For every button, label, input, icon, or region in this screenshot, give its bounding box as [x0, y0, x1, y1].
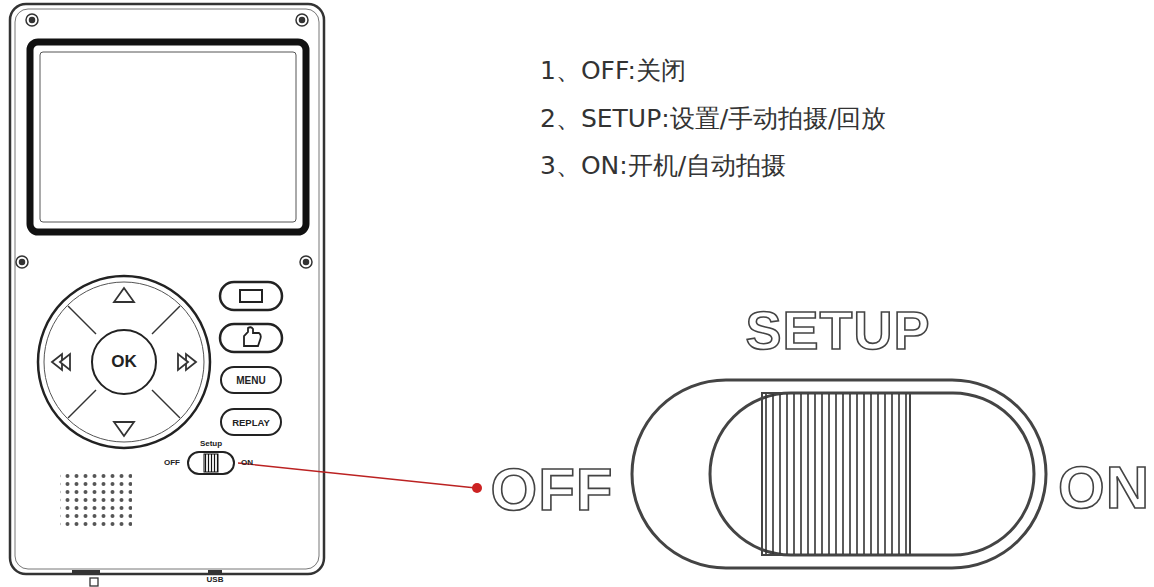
- device-body: [10, 4, 324, 574]
- dpad-inner-ring: [44, 282, 204, 442]
- leader-dot: [472, 483, 482, 493]
- button-label: MENU: [236, 375, 265, 386]
- dpad-ring: [38, 276, 210, 448]
- switch-position-label: OFF: [491, 460, 614, 520]
- port-label: USB: [207, 576, 224, 584]
- screen-inner: [40, 52, 296, 222]
- sd-icon: [90, 578, 98, 586]
- button-1: [220, 282, 282, 310]
- small-switch-knob: [204, 454, 218, 472]
- list-item: 2、SETUP:设置/手动拍摄/回放: [540, 106, 886, 131]
- list-item: 3、ON:开机/自动拍摄: [540, 153, 786, 178]
- switch-position-label: SETUP: [745, 303, 930, 357]
- small-switch: [188, 452, 234, 474]
- small-switch-label: Setup: [200, 440, 222, 448]
- button-1-icon: [240, 290, 262, 302]
- device-inner-edge: [15, 9, 319, 569]
- screws: [16, 14, 312, 268]
- button-label: OK: [111, 352, 137, 372]
- ok-button: OK: [91, 329, 157, 395]
- button-2-hand-icon: [244, 327, 261, 346]
- switch-position-label: ON: [1058, 458, 1150, 518]
- speaker-grille: [60, 472, 132, 526]
- replay-button: REPLAY: [220, 408, 282, 436]
- large-switch-track: [710, 393, 1034, 555]
- large-switch-knob: [762, 393, 910, 555]
- small-switch-label: ON: [241, 459, 253, 467]
- screen-frame: [30, 42, 306, 232]
- menu-button: MENU: [220, 366, 282, 394]
- small-switch-label: OFF: [164, 459, 180, 467]
- dpad-arrows: [52, 288, 196, 436]
- list-item: 1、OFF:关闭: [540, 58, 686, 83]
- button-2: [220, 324, 282, 352]
- large-switch-outer: [632, 380, 1046, 568]
- button-label: REPLAY: [232, 417, 270, 428]
- dpad-dividers: [68, 306, 180, 418]
- leader-line: [238, 463, 476, 488]
- bottom-port-1: [72, 570, 100, 575]
- bottom-port-2: [208, 570, 222, 574]
